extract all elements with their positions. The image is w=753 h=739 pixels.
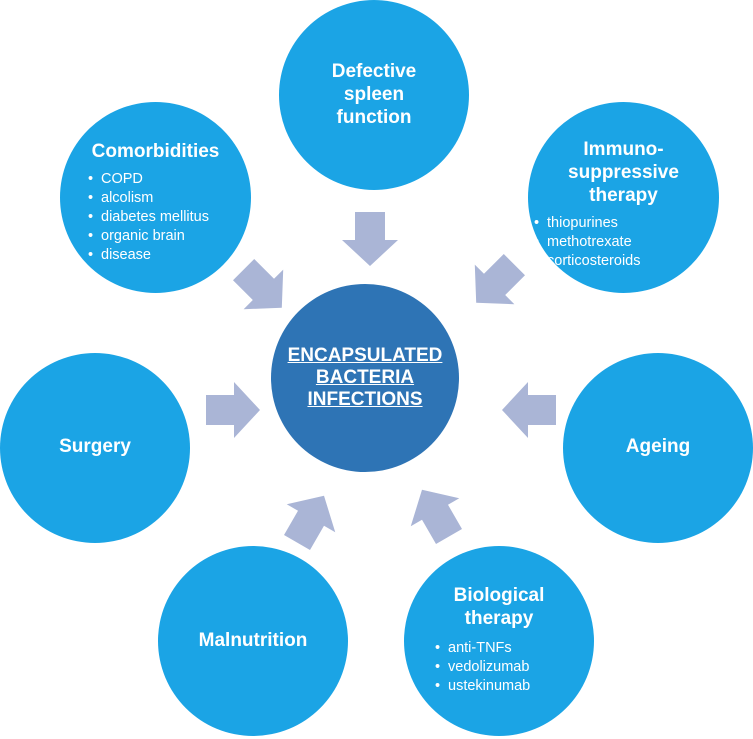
factor-comorbidities-title: Comorbidities xyxy=(91,141,220,162)
list-item: anti-TNFs xyxy=(435,639,530,658)
arrow-from-malnutrition xyxy=(284,495,336,551)
list-item: COPD xyxy=(88,170,209,189)
list-item-continued: disease xyxy=(88,246,209,265)
factor-immuno-list: thiopurines methotrexate corticosteroids xyxy=(534,214,640,271)
factor-immuno-title: Immuno- suppressive therapy xyxy=(568,139,679,206)
arrow-from-surgery xyxy=(206,382,260,438)
factor-malnutrition: Malnutrition xyxy=(158,546,348,736)
arrow-from-spleen xyxy=(342,212,398,266)
arrow-from-biological xyxy=(410,489,462,545)
factor-ageing-title: Ageing xyxy=(625,436,691,457)
factor-biological-title: Biological therapy xyxy=(453,585,545,629)
list-item: alcolism xyxy=(88,189,209,208)
list-item: vedolizumab xyxy=(435,658,530,677)
factor-ageing: Ageing xyxy=(563,353,753,543)
arrow-from-ageing xyxy=(502,382,556,438)
factor-biological: Biological therapy anti-TNFs vedolizumab… xyxy=(404,546,594,736)
factor-biological-list: anti-TNFs vedolizumab ustekinumab xyxy=(435,639,530,696)
factor-surgery: Surgery xyxy=(0,353,190,543)
factor-immuno: Immuno- suppressive therapy thiopurines … xyxy=(528,102,719,293)
list-item: diabetes mellitus xyxy=(88,208,209,227)
center-title: ENCAPSULATED BACTERIA INFECTIONS xyxy=(287,345,443,410)
arrow-from-comorbidities xyxy=(233,259,284,310)
factor-spleen-title: Defective spleen function xyxy=(331,61,417,128)
factor-comorbidities: Comorbidities COPD alcolism diabetes mel… xyxy=(60,102,251,293)
factor-surgery-title: Surgery xyxy=(59,436,131,457)
list-item: corticosteroids xyxy=(534,252,640,271)
list-item: thiopurines xyxy=(534,214,640,233)
center-circle: ENCAPSULATED BACTERIA INFECTIONS xyxy=(271,284,459,472)
list-item: ustekinumab xyxy=(435,677,530,696)
list-item: organic brain xyxy=(88,227,209,246)
arrow-from-immuno xyxy=(474,254,525,305)
factor-malnutrition-title: Malnutrition xyxy=(198,630,308,651)
list-item: methotrexate xyxy=(534,233,640,252)
factor-spleen: Defective spleen function xyxy=(279,0,469,190)
factor-comorbidities-list: COPD alcolism diabetes mellitus organic … xyxy=(88,170,209,265)
